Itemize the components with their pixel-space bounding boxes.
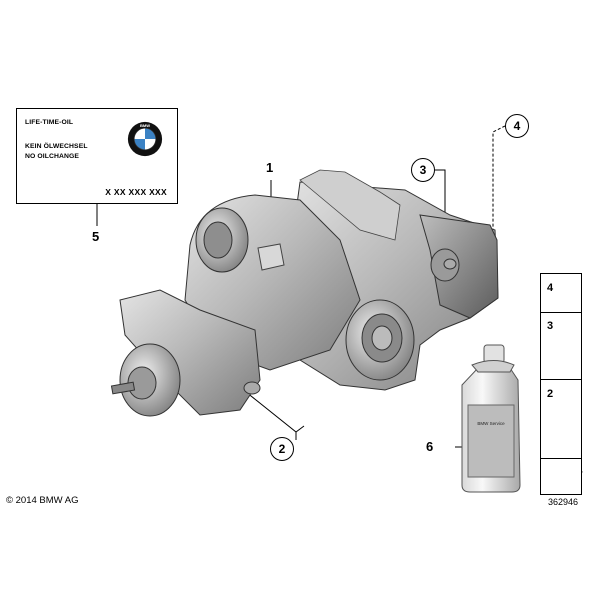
callout-4: 4 [505, 114, 529, 138]
panel-item-2: 2 [547, 388, 554, 400]
label-part-number: X XX XXX XXX [105, 187, 167, 197]
oil-bottle-icon: BMW Service [461, 344, 521, 493]
bmw-logo-icon: BMW [127, 121, 163, 157]
oil-bottle-label: BMW Service [477, 421, 505, 426]
label-line-german: KEIN ÖLWECHSEL [25, 143, 88, 150]
parts-panel: 4 3 2 [540, 273, 582, 495]
callout-2: 2 [270, 437, 294, 461]
panel-divider [541, 312, 581, 313]
panel-divider [541, 458, 581, 459]
copyright-text: © 2014 BMW AG [6, 495, 79, 506]
callout-6: 6 [426, 439, 434, 454]
leader-line-2b [295, 425, 305, 433]
label-line-lifetime: LIFE-TIME-OIL [25, 119, 74, 126]
differential-housing [110, 169, 499, 417]
leader-line-4 [492, 125, 506, 240]
bmw-logo-text: BMW [140, 123, 150, 128]
oil-label-card: LIFE-TIME-OIL KEIN ÖLWECHSEL NO OILCHANG… [16, 108, 178, 204]
diagram-number: 362946 [548, 497, 579, 507]
callout-3: 3 [411, 158, 435, 182]
callout-5: 5 [92, 229, 100, 244]
label-line-english: NO OILCHANGE [25, 153, 80, 160]
leader-line-2a [245, 391, 297, 440]
callout-1: 1 [266, 160, 274, 175]
panel-divider [541, 379, 581, 380]
panel-item-3: 3 [547, 320, 554, 332]
panel-item-4: 4 [547, 282, 554, 294]
